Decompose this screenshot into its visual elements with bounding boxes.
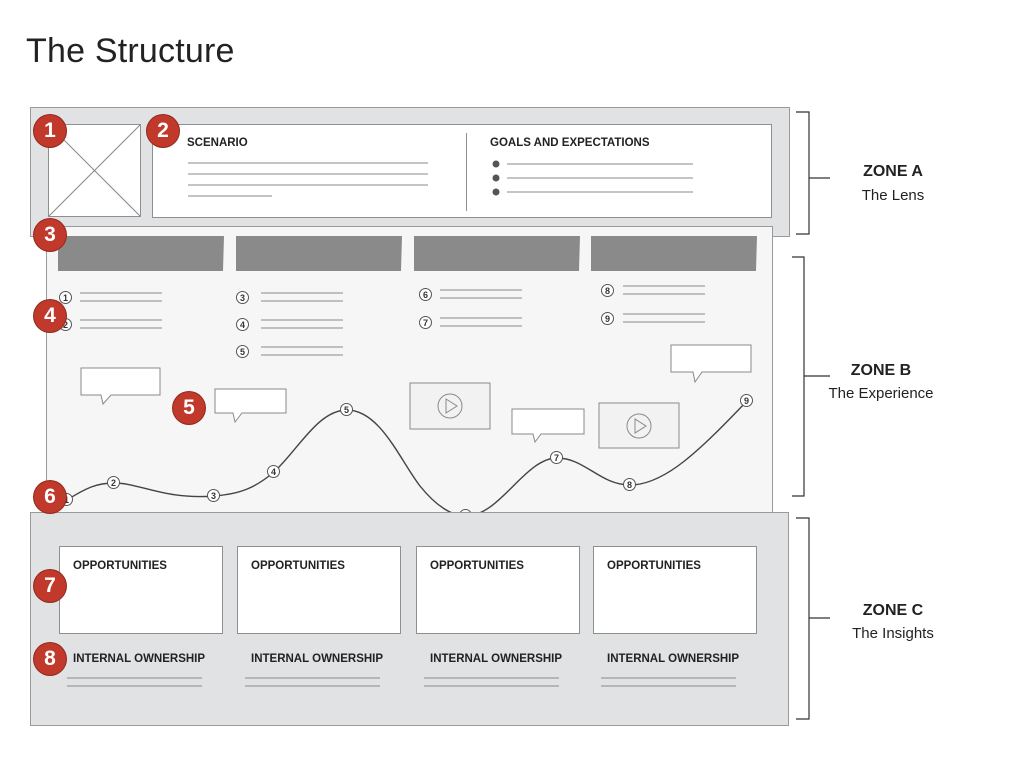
callout-badge-7: 7	[34, 570, 66, 602]
opportunities-card	[237, 546, 401, 634]
step-marker: 2	[107, 476, 120, 489]
callout-badge-8: 8	[34, 643, 66, 675]
scenario-label: SCENARIO	[187, 137, 248, 149]
stage-header-2	[236, 236, 402, 271]
callout-badge-1: 1	[34, 115, 66, 147]
opportunities-label: OPPORTUNITIES	[607, 560, 701, 572]
zone-brackets	[792, 111, 830, 720]
image-placeholder	[48, 124, 141, 217]
zone-c-bracket	[796, 517, 810, 720]
image-placeholder-icon	[49, 125, 140, 216]
zone-b-name: ZONE B	[850, 362, 912, 379]
opportunities-card	[59, 546, 223, 634]
zone-a-bracket	[796, 111, 810, 235]
stage-header-4	[591, 236, 757, 271]
step-marker: 7	[419, 316, 432, 329]
internal-ownership-label: INTERNAL OWNERSHIP	[251, 653, 384, 665]
zone-c-subtitle: The Insights	[852, 625, 934, 642]
zone-b-subtitle: The Experience	[828, 385, 934, 402]
internal-ownership-label: INTERNAL OWNERSHIP	[73, 653, 206, 665]
page-title: The Structure	[26, 32, 235, 70]
opportunities-card	[416, 546, 580, 634]
opportunities-card	[593, 546, 757, 634]
comment-bubble-4	[670, 344, 752, 384]
stage-header-1	[58, 236, 224, 271]
step-marker: 5	[236, 345, 249, 358]
opportunities-label: OPPORTUNITIES	[73, 560, 167, 572]
scenario-text-lines	[188, 162, 428, 197]
step-marker: 7	[550, 451, 563, 464]
step-marker: 5	[340, 403, 353, 416]
callout-badge-6: 6	[34, 481, 66, 513]
internal-ownership-label: INTERNAL OWNERSHIP	[607, 653, 740, 665]
callout-badge-2: 2	[147, 115, 179, 147]
zone-a-subtitle: The Lens	[861, 187, 925, 204]
zone-c-name: ZONE C	[862, 602, 924, 619]
stage-header-bars	[58, 236, 757, 271]
step-marker: 9	[601, 312, 614, 325]
scenario-card	[152, 124, 772, 218]
opportunities-label: OPPORTUNITIES	[251, 560, 345, 572]
scenario-divider	[466, 133, 467, 211]
ownership-lines	[67, 677, 202, 687]
callout-badge-5: 5	[173, 392, 205, 424]
step-marker: 4	[236, 318, 249, 331]
step-marker: 3	[236, 291, 249, 304]
journey-curve	[66, 400, 748, 517]
zone-b-bracket	[792, 256, 805, 497]
opportunities-label: OPPORTUNITIES	[430, 560, 524, 572]
zone-a-name: ZONE A	[863, 163, 923, 180]
comment-bubble-1	[80, 367, 161, 406]
ownership-lines	[245, 677, 380, 687]
callout-badge-4: 4	[34, 300, 66, 332]
callout-badge-3: 3	[34, 219, 66, 251]
step-marker: 9	[740, 394, 753, 407]
step-marker: 3	[207, 489, 220, 502]
comment-bubble-3	[511, 408, 585, 444]
video-icon	[598, 402, 680, 449]
goals-label: GOALS AND EXPECTATIONS	[490, 137, 650, 149]
ownership-lines	[601, 677, 736, 687]
step-marker: 1	[59, 291, 72, 304]
video-icon	[409, 382, 491, 430]
comment-bubble-2	[214, 388, 287, 424]
internal-ownership-label: INTERNAL OWNERSHIP	[430, 653, 563, 665]
ownership-lines	[424, 677, 559, 687]
step-marker: 8	[623, 478, 636, 491]
step-marker: 8	[601, 284, 614, 297]
stage-header-3	[414, 236, 580, 271]
step-marker: 4	[267, 465, 280, 478]
goals-bullet-list	[492, 160, 693, 196]
step-marker: 6	[419, 288, 432, 301]
